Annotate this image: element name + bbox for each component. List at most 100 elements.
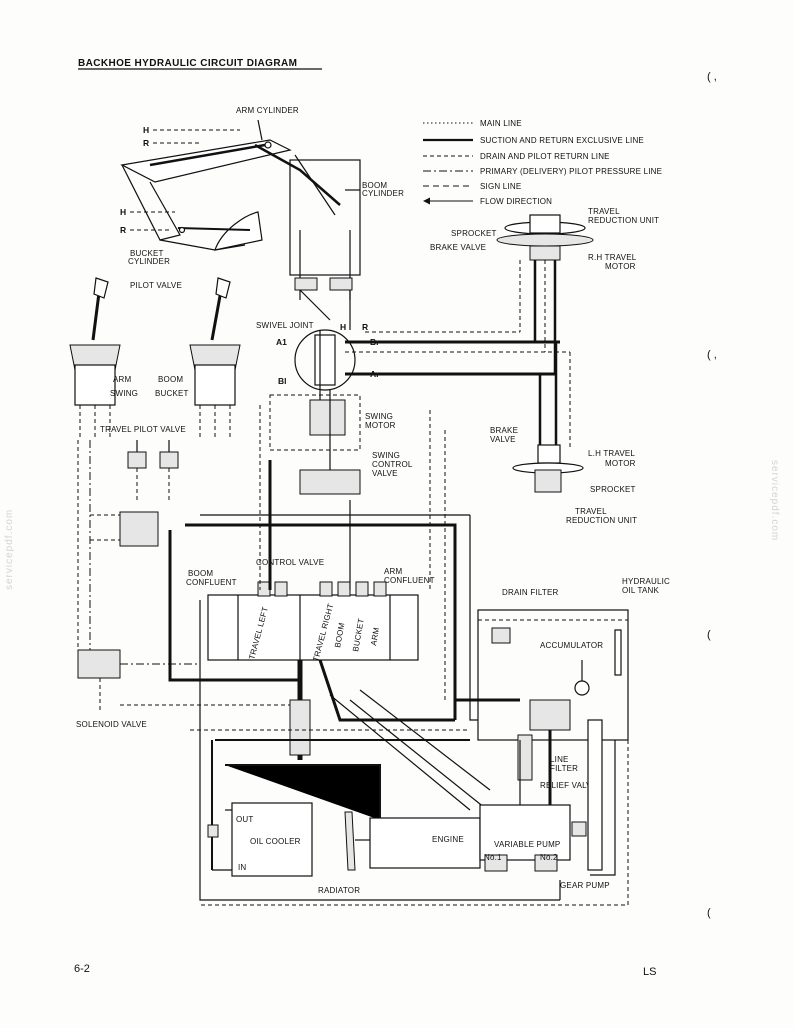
hydraulic-oil-tank	[477, 609, 629, 741]
sprocket-top-label: SPROCKET	[451, 229, 497, 238]
watermark-right: servicepdf.com	[769, 460, 780, 541]
svg-text:(: (	[707, 907, 711, 919]
svg-text:CYLINDER: CYLINDER	[128, 257, 170, 266]
svg-text:( ,: ( ,	[707, 349, 717, 361]
lh-travel-motor-assembly	[512, 342, 584, 493]
line-filter	[517, 734, 533, 781]
pilot-valve-label: PILOT VALVE	[130, 281, 182, 290]
legend-flow-direction: FLOW DIRECTION	[480, 197, 552, 206]
legend: MAIN LINE SUCTION AND RETURN EXCLUSIVE L…	[423, 119, 662, 206]
relief-valve-label: RELIEF VALVE	[540, 781, 597, 790]
swivel-joint-label: SWIVEL JOINT	[256, 321, 314, 330]
svg-text:A1: A1	[276, 337, 287, 347]
oil-cooler-label: OIL COOLER	[250, 837, 301, 846]
svg-text:R: R	[362, 322, 368, 332]
svg-text:( ,: ( ,	[707, 71, 717, 83]
arm-confluent-label: ARM	[384, 567, 403, 576]
rh-travel-motor-assembly	[496, 214, 594, 374]
svg-text:MOTOR: MOTOR	[365, 421, 396, 430]
svg-text:R: R	[143, 138, 149, 148]
pilot-block	[119, 511, 159, 547]
watermark-left: servicepdf.com	[4, 509, 15, 590]
control-valve-label: CONTROL VALVE	[256, 558, 324, 567]
travel-reduction-unit-top-label: TRAVEL	[588, 207, 620, 216]
svg-text:R: R	[120, 225, 126, 235]
svg-text:CONTROL: CONTROL	[372, 460, 413, 469]
valve-block-right	[529, 699, 571, 731]
legend-suction-line: SUCTION AND RETURN EXCLUSIVE LINE	[480, 136, 644, 145]
legend-pilot-line: PRIMARY (DELIVERY) PILOT PRESSURE LINE	[480, 167, 662, 176]
swing-motor-label: SWING	[365, 412, 393, 421]
swing-control-valve-label: SWING	[372, 451, 400, 460]
svg-text:MOTOR: MOTOR	[605, 459, 636, 468]
oil-cooler-out-label: OUT	[236, 815, 254, 824]
arm-cylinder-label: ARM CYLINDER	[236, 106, 299, 115]
gear-pump-label: GEAR PUMP	[560, 881, 610, 890]
svg-text:CONFLUENT: CONFLUENT	[384, 576, 435, 585]
radiator	[344, 811, 356, 871]
bucket-label: BUCKET	[155, 389, 189, 398]
boom-label: BOOM	[158, 375, 183, 384]
brake-valve-mid-label: BRAKE	[490, 426, 518, 435]
svg-text:H: H	[120, 207, 126, 217]
spool-arm-label: ARM	[369, 627, 381, 647]
sprocket-mid-label: SPROCKET	[590, 485, 636, 494]
svg-text:REDUCTION UNIT: REDUCTION UNIT	[566, 516, 637, 525]
variable-pump[interactable]	[479, 804, 587, 872]
solenoid-valve[interactable]	[77, 649, 121, 679]
legend-main-line: MAIN LINE	[480, 119, 522, 128]
oil-cooler-in-label: IN	[238, 863, 246, 872]
travel-pilot-valve-label: TRAVEL PILOT VALVE	[100, 425, 186, 434]
arm-label: ARM	[113, 375, 132, 384]
svg-text:H: H	[340, 322, 346, 332]
boom-cylinder-column	[289, 159, 361, 330]
travel-pilot-valve[interactable]	[127, 440, 179, 500]
radiator-label: RADIATOR	[318, 886, 360, 895]
page-number: 6-2	[74, 963, 90, 975]
engine-label: ENGINE	[432, 835, 464, 844]
swing-motor[interactable]	[309, 399, 346, 436]
variable-pump-label: VARIABLE PUMP	[494, 840, 560, 849]
swing-label: SWING	[110, 389, 138, 398]
oil-cooler[interactable]	[231, 802, 313, 877]
svg-text:OIL TANK: OIL TANK	[622, 586, 659, 595]
brake-valve-top-label: BRAKE VALVE	[430, 243, 486, 252]
bucket-cylinder-label: BUCKET	[130, 249, 164, 258]
svg-text:VALVE: VALVE	[490, 435, 516, 444]
engine	[369, 817, 481, 869]
boom-confluent-label: BOOM	[188, 569, 213, 578]
line-filter-label: LINE	[550, 755, 569, 764]
swing-control-valve[interactable]	[299, 469, 361, 495]
accumulator-label: ACCUMULATOR	[540, 641, 603, 650]
swivel-joint[interactable]	[294, 329, 356, 391]
backhoe-arm-assembly: ARM CYLINDER BOOM CYLINDER BUCKET CYLIND…	[120, 106, 404, 266]
center-swivel	[289, 699, 311, 756]
svg-text:MOTOR: MOTOR	[605, 262, 636, 271]
svg-text:(: (	[707, 629, 711, 641]
svg-text:CONFLUENT: CONFLUENT	[186, 578, 237, 587]
boom-cylinder-label: BOOM	[362, 181, 387, 190]
lh-travel-motor-label: L.H TRAVEL	[588, 449, 635, 458]
rh-travel-motor-label: R.H TRAVEL	[588, 253, 637, 262]
travel-reduction-unit-mid-label: TRAVEL	[575, 507, 607, 516]
footer-code: LS	[643, 966, 656, 978]
svg-text:VALVE: VALVE	[372, 469, 398, 478]
svg-text:CYLINDER: CYLINDER	[362, 189, 404, 198]
pump-no1-label: No.1	[484, 853, 502, 862]
svg-text:H: H	[143, 125, 149, 135]
svg-text:FILTER: FILTER	[550, 764, 578, 773]
solenoid-valve-label: SOLENOID VALVE	[76, 720, 147, 729]
legend-drain-line: DRAIN AND PILOT RETURN LINE	[480, 152, 610, 161]
pilot-valve-left[interactable]	[69, 277, 121, 440]
legend-sign-line: SIGN LINE	[480, 182, 521, 191]
svg-text:REDUCTION UNIT: REDUCTION UNIT	[588, 216, 659, 225]
svg-text:Bl: Bl	[278, 376, 287, 386]
spool-boom-label: BOOM	[333, 622, 346, 649]
hydraulic-oil-tank-label: HYDRAULIC	[622, 577, 670, 586]
accumulator	[574, 680, 590, 696]
pilot-valve-right[interactable]	[189, 277, 241, 440]
drain-filter	[491, 627, 511, 644]
control-valve[interactable]	[207, 581, 419, 661]
